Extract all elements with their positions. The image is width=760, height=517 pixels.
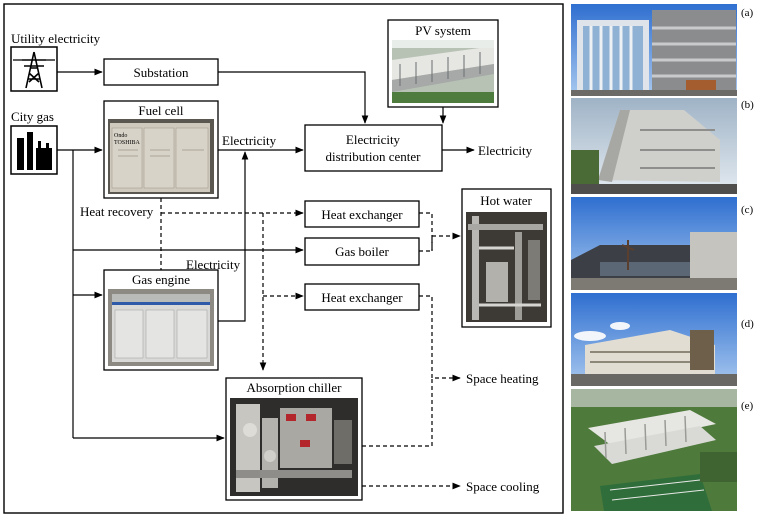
photo-e [571,389,737,511]
photo-b-label: (b) [741,99,754,111]
photo-b [571,98,737,194]
fuel-cell-brand-1: Ondo [114,133,127,139]
absorption-chiller-label: Absorption chiller [247,380,343,395]
photo-c [571,197,737,290]
photo-e-label: (e) [741,400,754,412]
fuel-cell-photo: Ondo TOSHIBA [108,119,214,194]
heat-exchanger-2-box [304,283,420,311]
utility-electricity-label: Utility electricity [11,31,101,46]
gas-boiler-label: Gas boiler [335,244,389,259]
hot-water-photo [466,212,547,322]
heat-recovery-label: Heat recovery [80,204,154,219]
distribution-center-box [304,124,443,172]
heat-exchanger-1-box [304,200,420,228]
photo-a-label: (a) [741,7,754,19]
space-heating-label: Space heating [466,371,539,386]
photo-a [571,4,737,96]
photo-d [571,293,737,386]
dashed-heat-connections [160,198,461,490]
distribution-center-label-1: Electricity [346,132,401,147]
gas-plant-icon [10,125,58,175]
city-gas-label: City gas [11,109,54,124]
pv-system-label: PV system [415,23,471,38]
solid-connections [57,68,475,442]
photo-c-label: (c) [741,204,754,216]
hot-water-label: Hot water [480,193,532,208]
gas-engine-photo [108,289,214,366]
gas-engine-label: Gas engine [132,272,190,287]
distribution-center-label-2: distribution center [326,149,422,164]
heat-exchanger-2-label: Heat exchanger [321,290,403,305]
diagram-frame [3,3,564,514]
absorption-chiller-photo [230,398,358,496]
space-cooling-label: Space cooling [466,479,540,494]
fuel-cell-brand-2: TOSHIBA [114,140,141,146]
electricity-gas-engine-label: Electricity [186,257,241,272]
electricity-output-label: Electricity [478,143,533,158]
pv-system-photo [392,40,494,103]
heat-exchanger-1-label: Heat exchanger [321,207,403,222]
photo-d-label: (d) [741,318,754,330]
fuel-cell-label: Fuel cell [138,103,184,118]
substation-label: Substation [134,65,189,80]
transmission-tower-icon [10,46,58,92]
electricity-fuel-cell-label: Electricity [222,133,277,148]
